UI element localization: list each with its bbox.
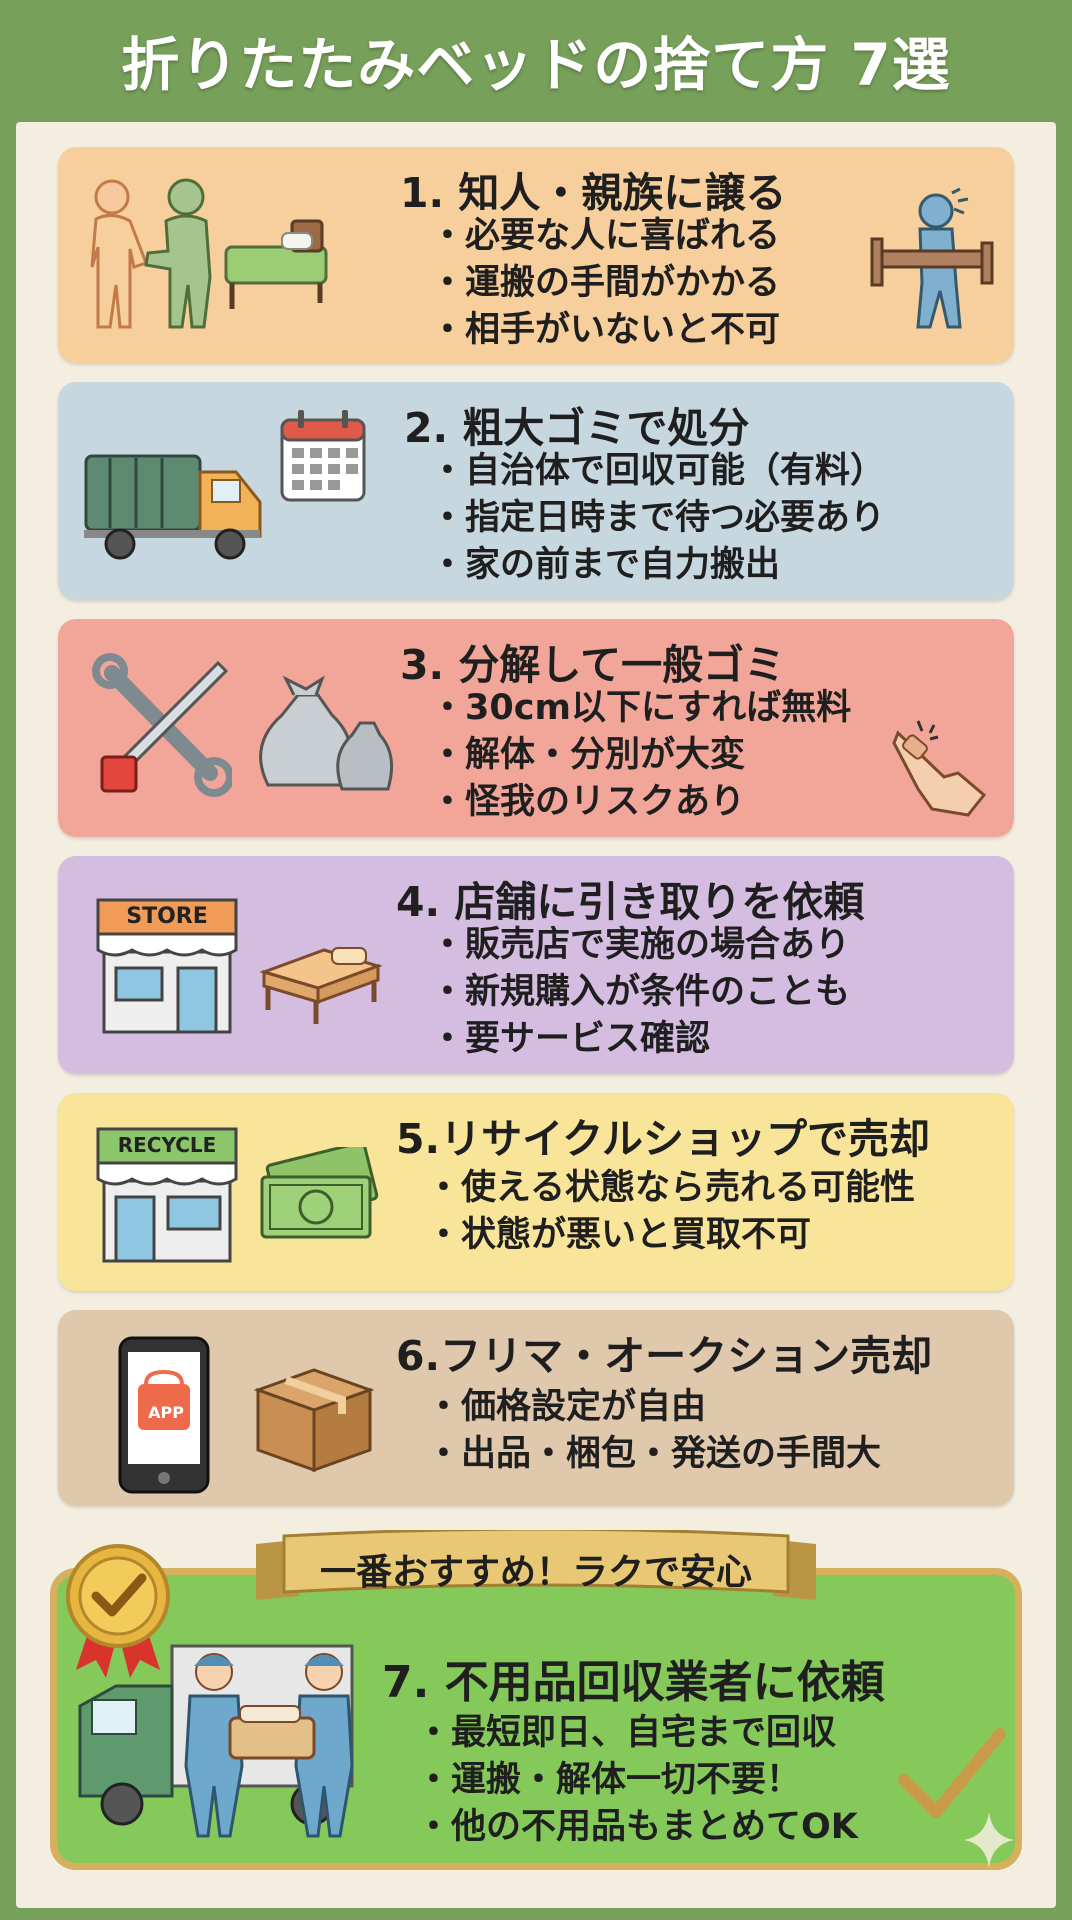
money-icon [260,1147,379,1239]
person-carrying-bed-illustration [870,187,994,329]
bullet-item: 30cm以下にすれば無料 [430,685,851,732]
bullet-item: 家の前まで自力搬出 [430,542,885,589]
bullet-item: 最短即日、自宅まで回収 [416,1710,858,1757]
card-2-bulky-waste: 2. 粗大ゴミで処分 自治体で回収可能（有料） 指定日時まで待つ必要あり 家の前… [58,382,1014,600]
wrench-saw-icon [92,653,232,797]
cardboard-box-icon [253,1368,375,1473]
handshake-bed-illustration [90,178,328,329]
bullet-item: 自治体で回収可能（有料） [430,448,885,495]
card-6-flea-market: APP 6.フリマ・オークション売却 価格設定が自由 出品・梱包・発送の手間大 [58,1310,1014,1506]
card-title: 3. 分解して一般ゴミ [400,641,786,689]
bullet-item: 運搬・解体一切不要！ [416,1757,858,1804]
bullet-item: 新規購入が条件のことも [430,969,850,1016]
card-title: 5.リサイクルショップで売却 [396,1115,931,1163]
card-title: 6.フリマ・オークション売却 [396,1332,933,1380]
calendar-icon [280,410,366,502]
recycle-shop-icon [96,1127,238,1263]
bullet-item: 価格設定が自由 [426,1384,881,1431]
page-title: 折りたたみベッドの捨て方 7選 [121,31,951,99]
card-7-bullet-list: 最短即日、自宅まで回収 運搬・解体一切不要！ 他の不用品もまとめてOK [416,1710,858,1851]
gold-medal-icon [66,1544,170,1678]
bullet-list: 30cm以下にすれば無料 解体・分別が大変 怪我のリスクあり [430,685,851,826]
smartphone-icon [118,1336,210,1494]
card-3-disassemble: 3. 分解して一般ゴミ 30cm以下にすれば無料 解体・分別が大変 怪我のリスク… [58,619,1014,837]
bed-icon [259,947,383,1024]
bullet-item: 出品・梱包・発送の手間大 [426,1431,881,1478]
bullet-item: 状態が悪いと買取不可 [426,1212,915,1259]
recommend-ribbon [256,1530,816,1600]
bullet-list: 価格設定が自由 出品・梱包・発送の手間大 [426,1384,881,1478]
bullet-item: 怪我のリスクあり [430,779,851,826]
card-5-recycle-shop: RECYCLE 5.リサイクルショップで売却 使える状態なら売れる可能性 状態が… [58,1093,1014,1291]
store-icon [96,898,238,1034]
injured-finger-icon [892,720,987,817]
bullet-item: 要サービス確認 [430,1016,850,1063]
bullet-item: 相手がいないと不可 [430,307,780,354]
bullet-item: 販売店で実施の場合あり [430,922,850,969]
bullet-list: 使える状態なら売れる可能性 状態が悪いと買取不可 [426,1165,915,1259]
card-4-store-pickup: STORE 4. 店舗に引き取りを依頼 販売店で実施の場合あり 新規購入が条件の… [58,856,1014,1074]
card-title: 1. 知人・親族に譲る [400,169,787,217]
garbage-truck-illustration [84,454,262,560]
bullet-item: 他の不用品もまとめてOK [416,1804,858,1851]
store-sign-label: STORE [126,904,208,929]
card-1-friends: 1. 知人・親族に譲る 必要な人に喜ばれる 運搬の手間がかかる 相手がいないと不… [58,147,1014,363]
bullet-item: 運搬の手間がかかる [430,260,780,307]
checkmark-icon [898,1728,1006,1818]
card-title: 2. 粗大ゴミで処分 [404,404,750,452]
garbage-bag-icon [259,675,394,791]
card-7-title: 7. 不用品回収業者に依頼 [382,1657,885,1708]
bullet-list: 必要な人に喜ばれる 運搬の手間がかかる 相手がいないと不可 [430,213,780,354]
bullet-list: 自治体で回収可能（有料） 指定日時まで待つ必要あり 家の前まで自力搬出 [430,448,885,589]
bullet-list: 販売店で実施の場合あり 新規購入が条件のことも 要サービス確認 [430,922,850,1063]
bullet-item: 使える状態なら売れる可能性 [426,1165,915,1212]
truck-workers-illustration [78,1644,354,1838]
app-label: APP [148,1403,184,1422]
bullet-item: 解体・分別が大変 [430,732,851,779]
bullet-item: 必要な人に喜ばれる [430,213,780,260]
recommend-ribbon-label: 一番おすすめ！ラクで安心 [319,1552,752,1593]
recycle-sign-label: RECYCLE [117,1133,217,1157]
card-title: 4. 店舗に引き取りを依頼 [396,878,865,926]
sparkle-icon [964,1812,1014,1868]
bullet-item: 指定日時まで待つ必要あり [430,495,885,542]
